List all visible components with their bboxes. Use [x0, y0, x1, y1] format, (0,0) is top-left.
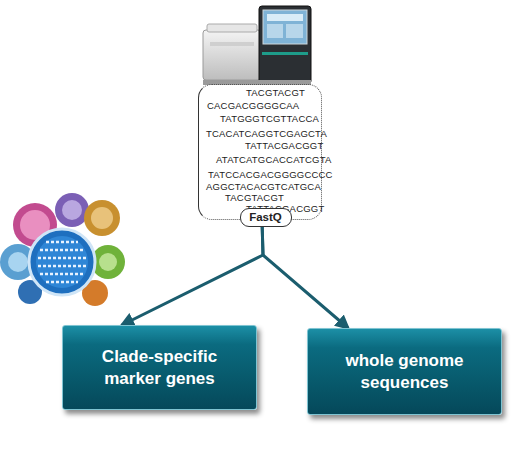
- box-label: FastQ: [249, 211, 282, 223]
- fastq-file-box: TACGTACGTCACGACGGGGCAATATGGGTCGTTACCATCA…: [198, 84, 322, 220]
- sequence-read: TATCCACGACGGGGCCCC: [208, 169, 333, 180]
- process-box: whole genome sequences: [307, 328, 502, 415]
- sequencer-device: [203, 6, 311, 85]
- flow-arrow: [262, 220, 348, 328]
- sequence-read: TCACATCAGGTCGAGCTA: [206, 128, 327, 139]
- process-box: Clade-specific marker genes: [62, 325, 257, 410]
- sequence-read: TATGGGTCGTTACCA: [220, 113, 319, 124]
- fastq-label-box: FastQ: [240, 208, 292, 227]
- sequence-read: TACGTACGT: [246, 87, 305, 98]
- box-label: whole genome sequences: [308, 350, 501, 394]
- sequence-read: ATATCATGCACCATCGTA: [216, 154, 332, 165]
- sequence-read: AGGCTACACGTCATGCA: [206, 181, 321, 192]
- box-label: Clade-specific marker genes: [63, 346, 256, 390]
- sequence-read: CACGACGGGGCAA: [207, 100, 299, 111]
- flow-arrow: [122, 220, 263, 325]
- sequence-read: TATTACGACGGT: [245, 140, 323, 151]
- microbes-illustration: [0, 193, 125, 306]
- sequence-read: TACGTACGT: [225, 192, 284, 203]
